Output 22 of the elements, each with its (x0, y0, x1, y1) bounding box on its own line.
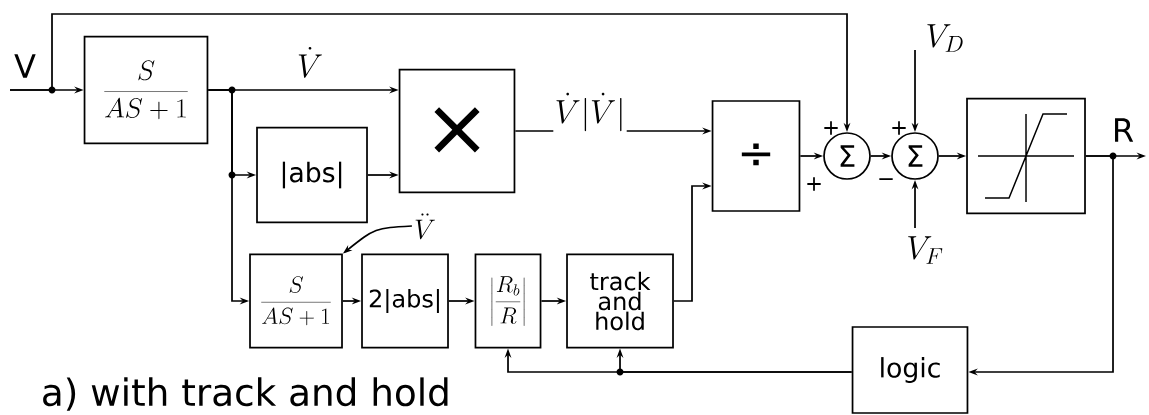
sign-label: − (879, 178, 893, 180)
signal-label: $\ddot{V}$ (415, 213, 435, 240)
signal-label: $V_D$ (924, 22, 966, 54)
signal-label: V (12, 53, 38, 79)
sign-label: + (807, 177, 821, 191)
signal-label: $\dot{V}$ (295, 45, 325, 79)
sign-label: + (892, 121, 906, 135)
block-box: track and hold (566, 253, 674, 349)
block-box: logic (851, 326, 969, 414)
block-box: |abs| (256, 126, 368, 224)
sign-label: + (824, 121, 838, 135)
signal-label: $\dot{V}|\dot{V}|$ (553, 91, 627, 133)
signal-label: R (1110, 117, 1136, 143)
block-box: $\frac{S}{AS+1}$ (249, 253, 343, 349)
block-box: 2|abs| (361, 253, 449, 349)
block-box: × (398, 68, 516, 194)
saturation-box (966, 97, 1086, 215)
block-box: ÷ (711, 100, 801, 212)
block-box: $\left|\frac{R_b}{R}\right|$ (474, 253, 542, 349)
block-box: $\frac{S}{AS+1}$ (83, 35, 209, 145)
signal-label: $V_F$ (905, 234, 945, 266)
caption: a) with track and hold (43, 377, 448, 411)
